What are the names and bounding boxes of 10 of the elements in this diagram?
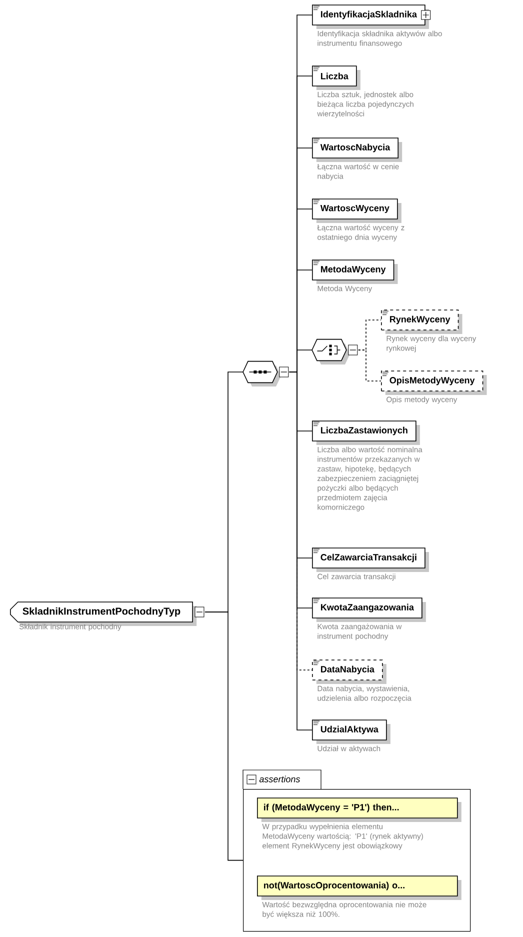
node-label: assertions xyxy=(259,776,300,782)
connector-line xyxy=(204,612,244,861)
connector-line xyxy=(358,350,382,382)
element-box: CelZawarciaTransakcji xyxy=(312,548,429,572)
assertion-box: if (MetodaWyceny = 'P1') then... xyxy=(257,798,462,822)
choice-compositor xyxy=(312,338,358,364)
element-box: IdentyfikacjaSkladnika xyxy=(312,4,429,29)
connector-line xyxy=(289,372,312,730)
assertion-box: not(WartoscOprocentowania) o... xyxy=(257,876,462,900)
sequence-compositor xyxy=(242,360,289,386)
